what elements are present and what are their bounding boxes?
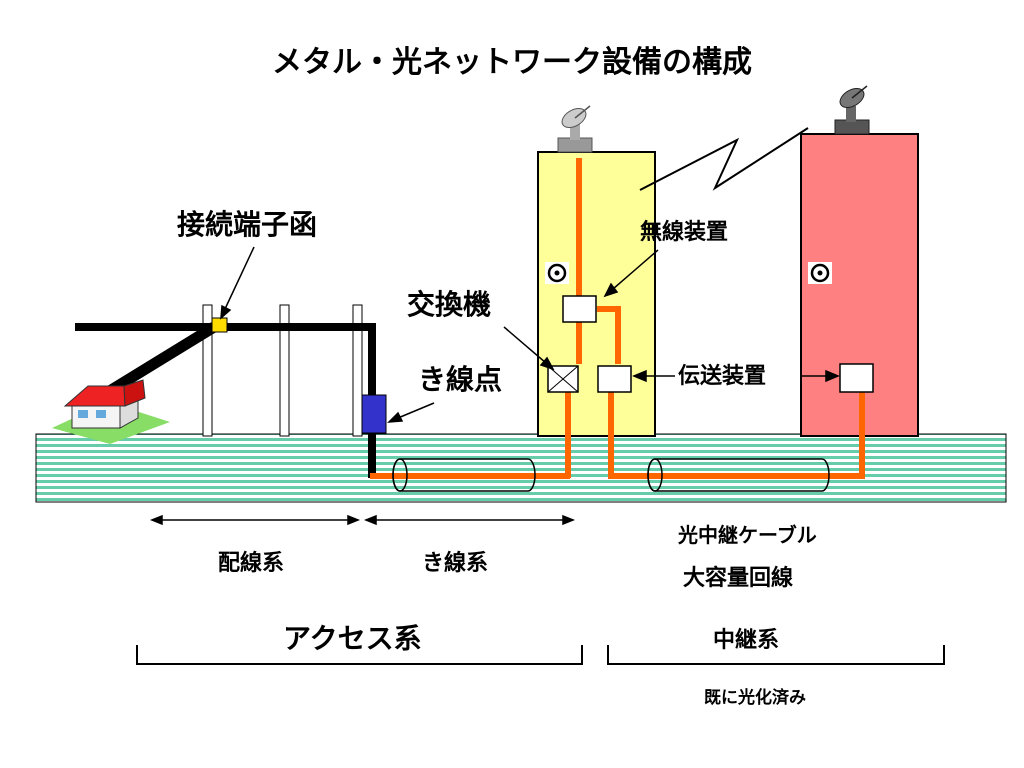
pointer-arrows [220, 246, 840, 423]
range-arrows [149, 514, 576, 526]
utility-poles [202, 304, 363, 437]
clock-icon [545, 262, 569, 284]
utility-pole [279, 304, 290, 437]
exchange-label: 交換機 [407, 288, 492, 321]
cable-duct [647, 458, 830, 492]
high-capacity-line-label: 大容量回線 [683, 566, 794, 591]
feeder-point-box [361, 394, 387, 434]
junction-box-label: 接続端子函 [177, 208, 318, 241]
junction-box [211, 317, 228, 333]
satellite-dish-icon [834, 85, 870, 135]
transmission-equipment-box [839, 363, 874, 393]
trunk-section-label: 中継系 [713, 628, 780, 653]
house-icon [52, 379, 170, 444]
access-bracket [136, 645, 583, 665]
cable-duct [392, 458, 536, 492]
optical-trunk-cable-label: 光中継ケーブル [678, 523, 817, 547]
exchange-building [537, 151, 656, 437]
transmission-equipment-box [597, 365, 632, 393]
optical-fiber-lines [370, 158, 865, 479]
radio-equipment-box [562, 295, 597, 323]
trunk-note-label: 既に光化済み [704, 688, 806, 708]
radio-link [639, 127, 809, 191]
distribution-range-label: 配線系 [218, 551, 285, 576]
utility-pole [352, 304, 363, 437]
page-title: メタル・光ネットワーク設備の構成 [272, 45, 752, 80]
satellite-dish-icon [557, 105, 593, 153]
radio-equipment-label: 無線装置 [640, 220, 729, 245]
exchange-box [547, 365, 579, 393]
utility-pole [202, 304, 213, 437]
transmission-equipment-label: 伝送装置 [678, 364, 767, 389]
feeder-range-label: き線系 [422, 551, 489, 576]
trunk-bracket [607, 645, 945, 665]
access-section-label: アクセス系 [283, 622, 422, 655]
clock-icon [808, 262, 832, 284]
feeder-point-label: き線点 [418, 363, 503, 396]
